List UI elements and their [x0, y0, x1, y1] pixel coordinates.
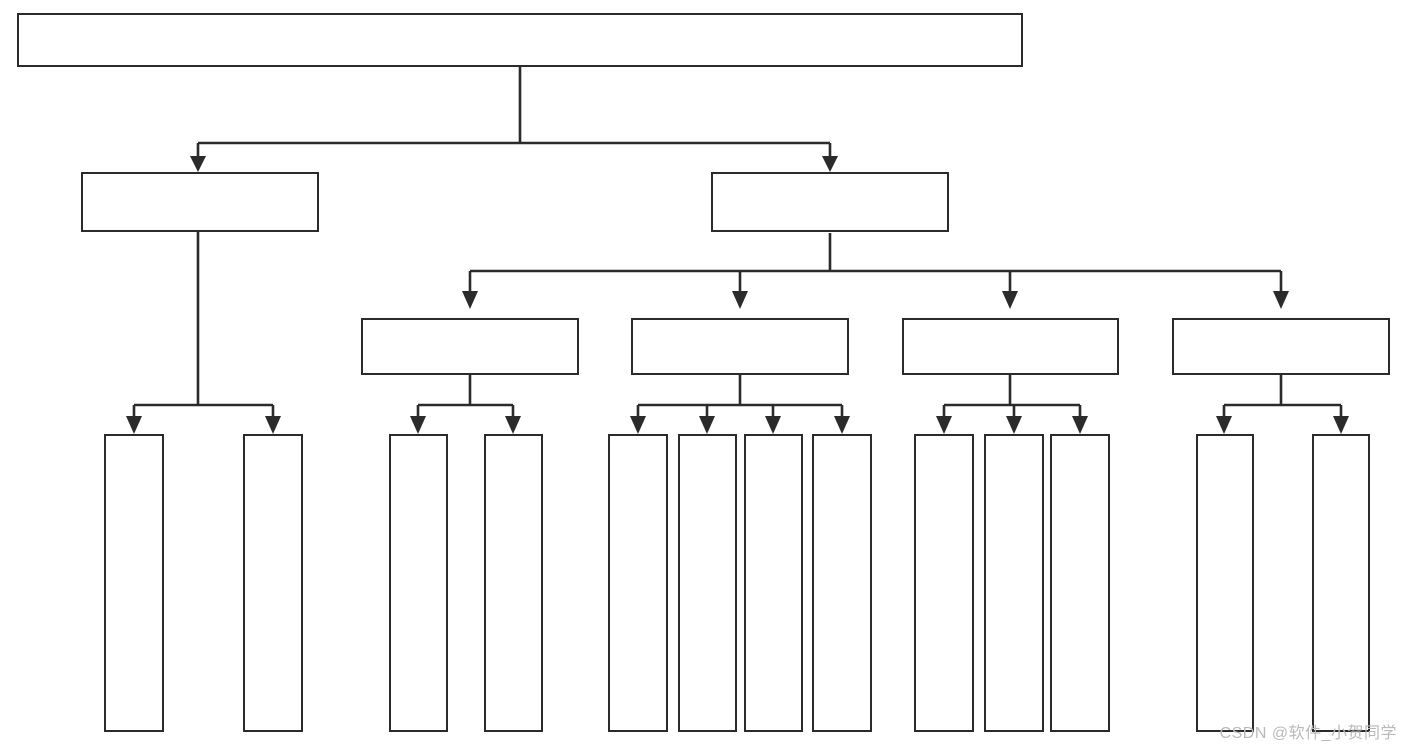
arrowhead-borrow-record	[1273, 291, 1289, 309]
node-leaf-confirm-return[interactable]	[1050, 434, 1110, 732]
arrowhead-user-login	[190, 156, 206, 172]
node-borrow-record[interactable]	[1172, 318, 1390, 375]
arrowhead-current-borrow	[1002, 291, 1018, 309]
arrowhead-leaf-query-record	[1333, 416, 1349, 434]
node-current-borrow-label	[904, 320, 1117, 373]
node-borrow-record-label	[1174, 320, 1388, 373]
node-book-borrow[interactable]	[631, 318, 849, 375]
node-user-login[interactable]	[81, 172, 319, 232]
node-root[interactable]	[17, 13, 1023, 67]
arrowhead-leaf-user-login	[126, 416, 142, 434]
node-leaf-edit-book-label	[746, 436, 801, 730]
arrowhead-leaf-query-book-3	[936, 416, 952, 434]
node-leaf-borrow-book-1[interactable]	[484, 434, 543, 732]
arrowhead-leaf-borrow-book-2	[834, 416, 850, 434]
node-leaf-borrow-book-1-label	[486, 436, 541, 730]
node-leaf-query-book-3[interactable]	[914, 434, 974, 732]
node-leaf-query-book-3-label	[916, 436, 972, 730]
node-leaf-add-book-label	[680, 436, 735, 730]
node-leaf-logout-label	[245, 436, 301, 730]
node-new-book-recommend[interactable]	[361, 318, 579, 375]
node-leaf-query-book-2[interactable]	[608, 434, 668, 732]
arrowhead-leaf-borrow-book-1	[505, 416, 521, 434]
node-leaf-user-login-label	[106, 436, 162, 730]
arrowhead-leaf-add-book	[699, 416, 715, 434]
node-leaf-query-record-label	[1314, 436, 1368, 730]
node-leaf-add-book[interactable]	[678, 434, 737, 732]
node-leaf-borrow-book-2-label	[814, 436, 870, 730]
node-leaf-query-book-1-label	[391, 436, 446, 730]
csdn-watermark: CSDN @软件_小贺同学	[1219, 725, 1397, 742]
node-leaf-query-book-2-label	[610, 436, 666, 730]
node-leaf-borrow-book-2[interactable]	[812, 434, 872, 732]
arrowhead-leaf-logout	[265, 416, 281, 434]
arrowhead-leaf-query-book-1	[410, 416, 426, 434]
arrowhead-leaf-query-book-2	[630, 416, 646, 434]
node-leaf-return-book[interactable]	[984, 434, 1044, 732]
node-leaf-add-record[interactable]	[1196, 434, 1254, 732]
node-book-management[interactable]	[711, 172, 949, 232]
node-current-borrow[interactable]	[902, 318, 1119, 375]
node-new-book-recommend-label	[363, 320, 577, 373]
arrowhead-new-book-recommend	[462, 291, 478, 309]
arrowhead-book-borrow	[732, 291, 748, 309]
node-leaf-query-record[interactable]	[1312, 434, 1370, 732]
node-leaf-confirm-return-label	[1052, 436, 1108, 730]
node-leaf-logout[interactable]	[243, 434, 303, 732]
node-book-management-label	[713, 174, 947, 230]
node-book-borrow-label	[633, 320, 847, 373]
node-leaf-add-record-label	[1198, 436, 1252, 730]
node-leaf-query-book-1[interactable]	[389, 434, 448, 732]
arrowhead-book-management	[822, 156, 838, 172]
arrowhead-leaf-add-record	[1216, 416, 1232, 434]
node-root-label	[19, 15, 1021, 65]
node-leaf-user-login[interactable]	[104, 434, 164, 732]
arrowhead-leaf-confirm-return	[1072, 416, 1088, 434]
arrowhead-leaf-edit-book	[765, 416, 781, 434]
arrowhead-leaf-return-book	[1006, 416, 1022, 434]
node-leaf-return-book-label	[986, 436, 1042, 730]
node-user-login-label	[83, 174, 317, 230]
node-leaf-edit-book[interactable]	[744, 434, 803, 732]
